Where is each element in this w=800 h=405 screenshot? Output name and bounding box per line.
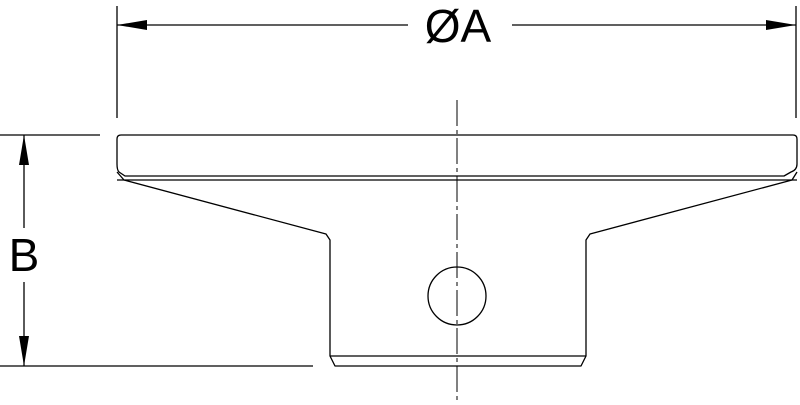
diameter-arrowhead-left [117,20,147,30]
diameter-label: ØA [425,0,492,52]
height-arrowhead-top [19,135,29,165]
diameter-dimension [116,6,797,118]
body-profile [116,171,798,367]
height-arrowhead-bottom [19,336,29,366]
height-dimension [0,134,313,367]
diameter-arrowhead-right [766,20,796,30]
height-label: B [9,229,40,281]
flange-plate [116,134,798,177]
